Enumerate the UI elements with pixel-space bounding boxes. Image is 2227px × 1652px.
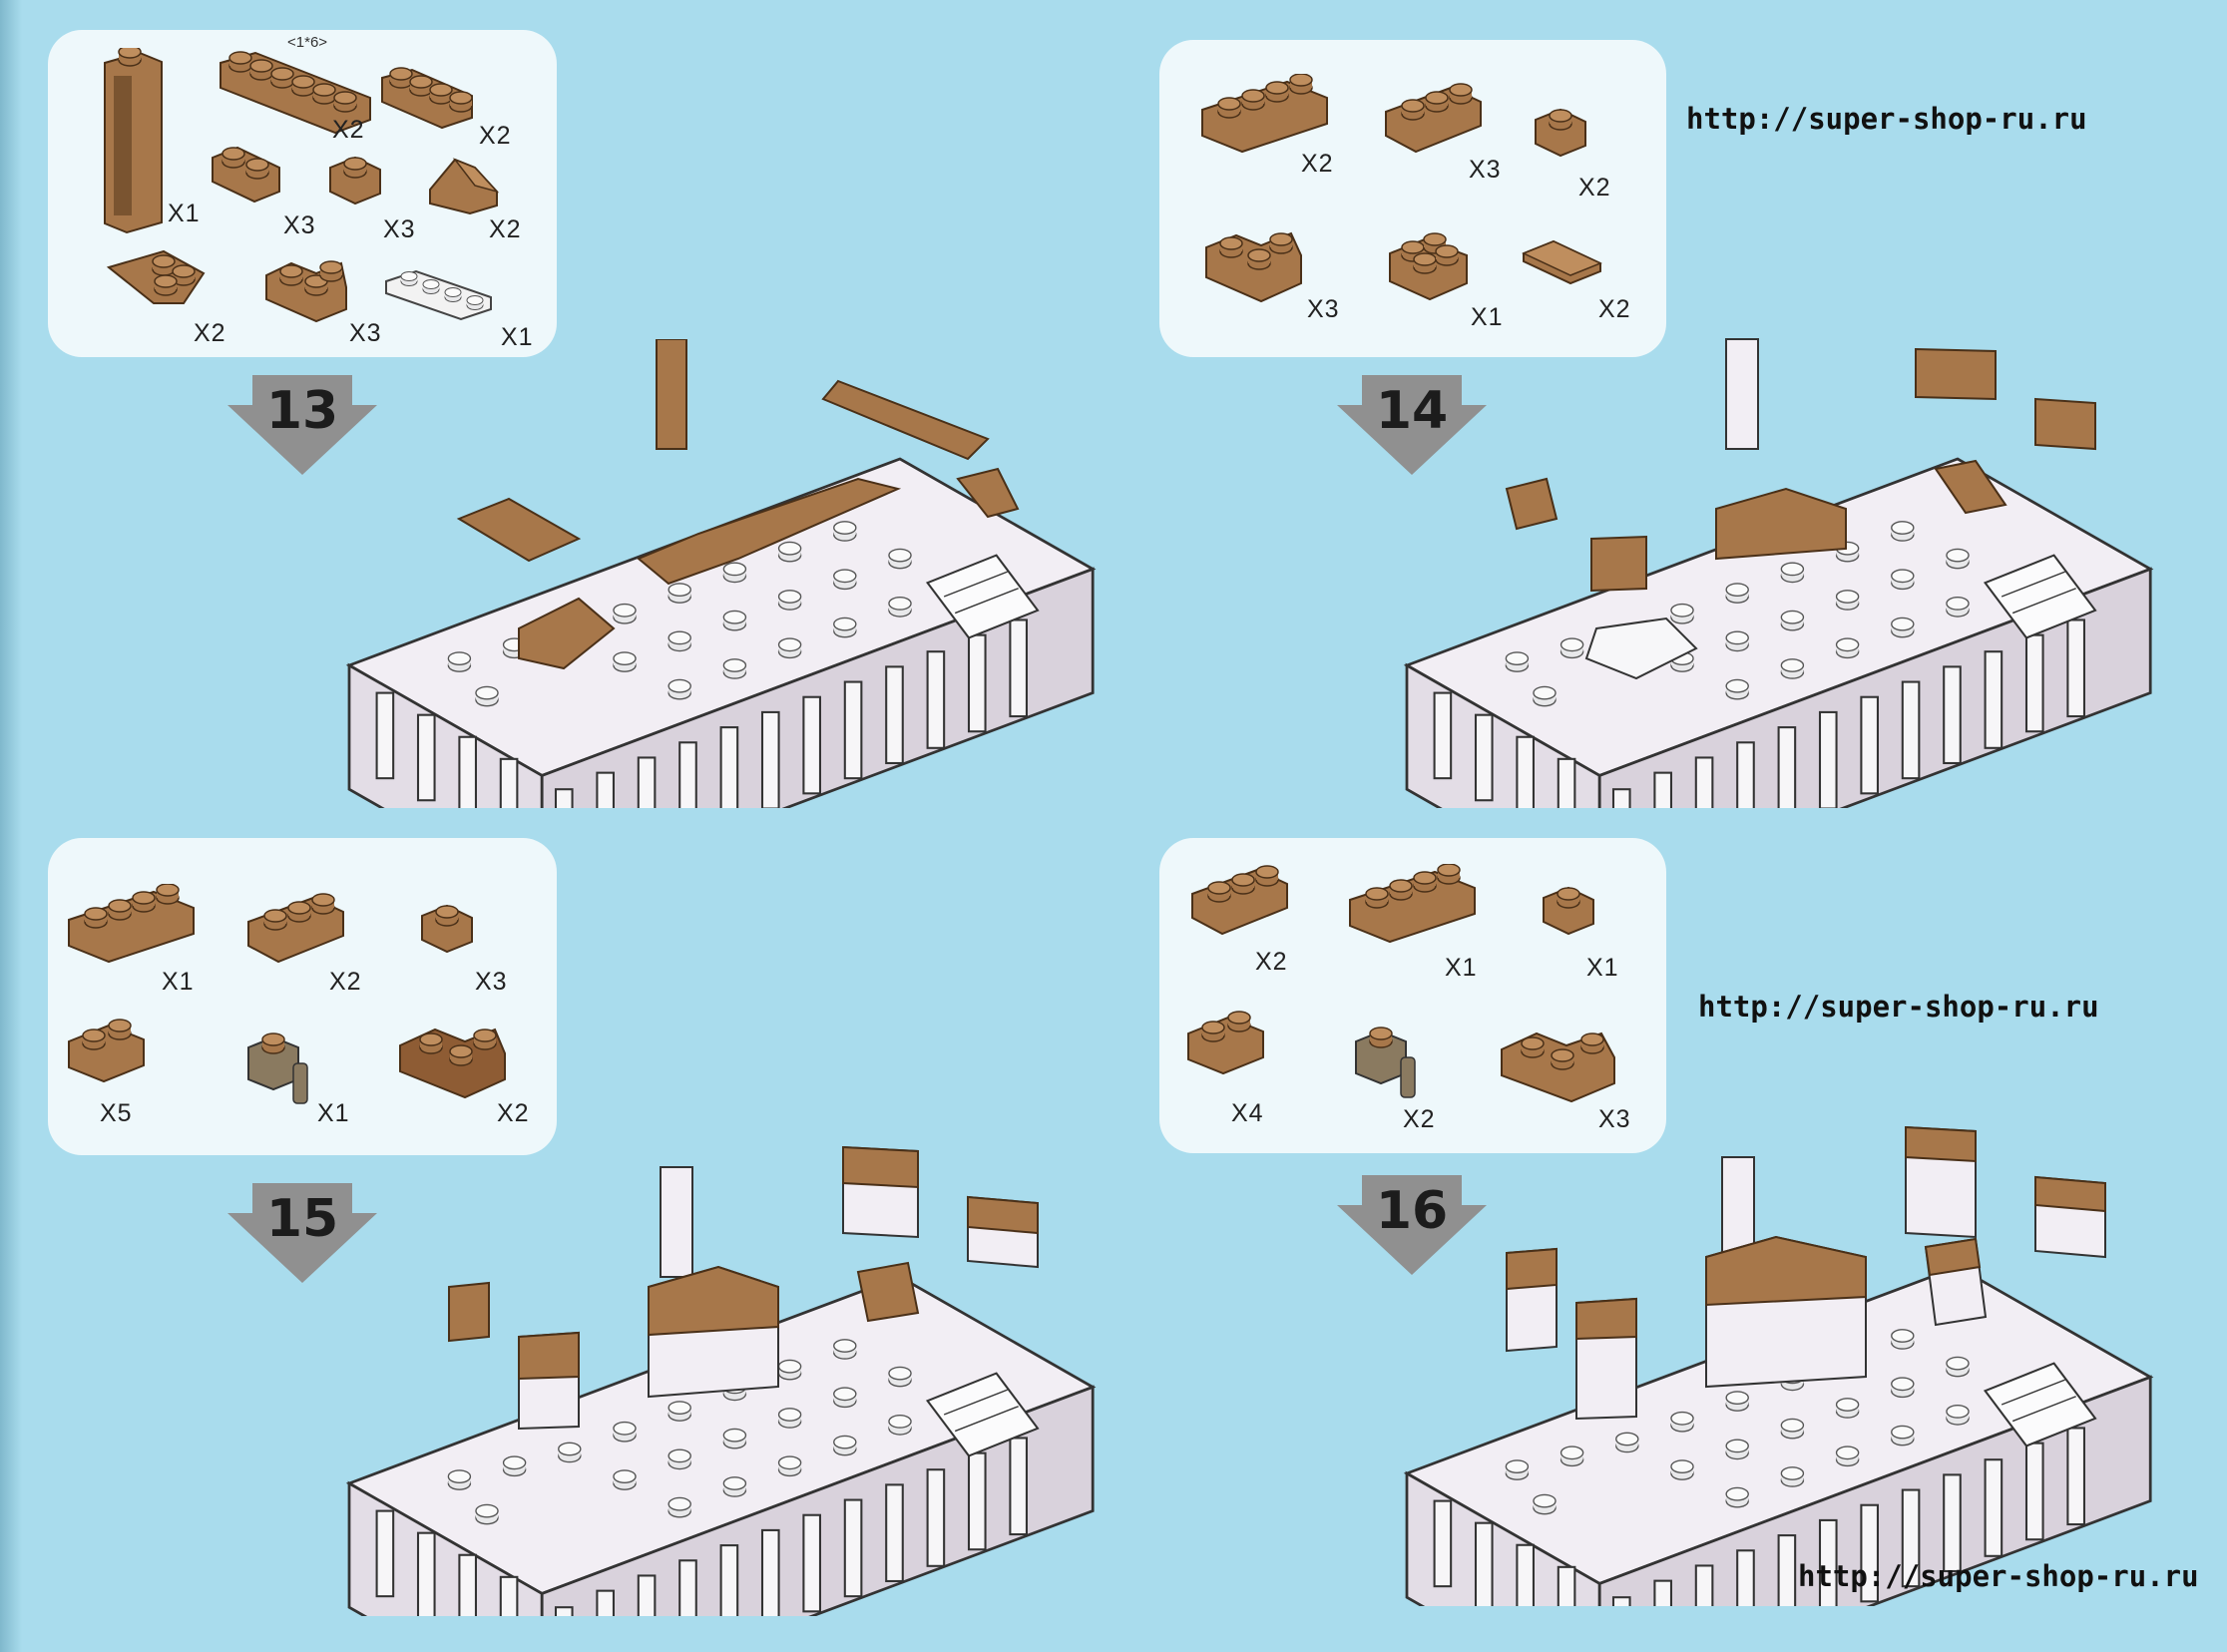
qty-label: X1 [317, 1099, 350, 1127]
brick-1x6-icon [220, 51, 371, 135]
wedge-plate-icon [106, 249, 206, 304]
brick-1x1-icon [421, 904, 473, 954]
brick-1x4-icon [1201, 74, 1328, 154]
brick-1x3-icon [1385, 83, 1482, 154]
qty-label: X4 [1231, 1099, 1264, 1127]
step-number: 13 [265, 381, 339, 441]
qty-label: X3 [1469, 156, 1502, 184]
corner-brick-icon [1205, 231, 1302, 303]
clip-brick-icon [1355, 1027, 1416, 1098]
parts-panel-step-16: X2 X1 X1 X4 X2 X3 [1159, 838, 1666, 1153]
qty-label: X1 [1445, 954, 1478, 982]
qty-label: X1 [1471, 303, 1504, 331]
brick-1x2-icon [68, 1019, 145, 1083]
brick-1x2-icon [212, 146, 280, 204]
qty-label: X3 [383, 215, 416, 243]
slope-icon [429, 158, 500, 215]
brick-1x4-icon [68, 884, 195, 964]
brick-1x1-icon [1535, 108, 1586, 158]
qty-label: X2 [194, 319, 226, 347]
qty-label: X3 [1598, 1105, 1631, 1133]
brick-1x3-icon [247, 893, 344, 964]
brick-1x2-icon [1187, 1011, 1264, 1075]
clip-brick-icon [247, 1032, 308, 1104]
brick-1x1-icon [1543, 886, 1594, 936]
qty-label: X2 [1255, 948, 1288, 976]
parts-panel-step-14: X2 X3 X2 X3 X1 X2 [1159, 40, 1666, 357]
assembly-model-step-15 [339, 1145, 1117, 1616]
corner-brick-icon [399, 1028, 506, 1099]
brick-1x4-icon [1349, 864, 1476, 944]
tile-1x2-icon [1522, 239, 1602, 285]
qty-label: X3 [283, 211, 316, 239]
qty-label: X2 [1578, 174, 1611, 202]
page-binding-edge [0, 0, 22, 1652]
parts-panel-step-15: X1 X2 X3 X5 X1 X2 [48, 838, 557, 1155]
assembly-model-step-14 [1397, 338, 2175, 808]
step-13-arrow: 13 [227, 375, 377, 475]
qty-label: X1 [162, 968, 195, 996]
step-number: 15 [265, 1189, 339, 1249]
step-number: 14 [1375, 381, 1449, 441]
white-plate-1x4-icon [385, 269, 492, 321]
brick-2x2-icon [1389, 232, 1468, 301]
part-size-note: <1*6> [287, 34, 328, 51]
brick-1x1-tall-icon [104, 48, 163, 234]
assembly-model-step-13 [339, 339, 1117, 808]
qty-label: X2 [1301, 150, 1334, 178]
qty-label: X3 [1307, 295, 1340, 323]
parts-panel-step-13: <1*6> X2 X2 X1 X3 X3 X2 X2 X3 X1 [48, 30, 557, 357]
watermark-url: http://super-shop-ru.ru [1686, 102, 2087, 136]
qty-label: X1 [168, 200, 201, 227]
brick-1x4-icon [381, 67, 473, 130]
step-16-arrow: 16 [1337, 1175, 1487, 1275]
qty-label: X3 [349, 319, 382, 347]
qty-label: X1 [501, 323, 534, 351]
assembly-model-step-16 [1397, 1125, 2175, 1606]
corner-brick-icon [1501, 1032, 1615, 1103]
brick-1x3-icon [1191, 865, 1288, 936]
qty-label: X2 [489, 215, 522, 243]
qty-label: X2 [329, 968, 362, 996]
step-14-arrow: 14 [1337, 375, 1487, 475]
qty-label: X2 [332, 116, 365, 144]
step-15-arrow: 15 [227, 1183, 377, 1283]
qty-label: X3 [475, 968, 508, 996]
qty-label: X2 [1403, 1105, 1436, 1133]
watermark-url: http://super-shop-ru.ru [1698, 990, 2099, 1024]
qty-label: X2 [497, 1099, 530, 1127]
watermark-url: http://super-shop-ru.ru [1798, 1559, 2199, 1593]
brick-1x1-icon [329, 156, 381, 206]
qty-label: X2 [1598, 295, 1631, 323]
qty-label: X5 [100, 1099, 133, 1127]
step-number: 16 [1375, 1181, 1449, 1241]
qty-label: X1 [1586, 954, 1619, 982]
corner-brick-icon [265, 260, 347, 323]
qty-label: X2 [479, 122, 512, 150]
